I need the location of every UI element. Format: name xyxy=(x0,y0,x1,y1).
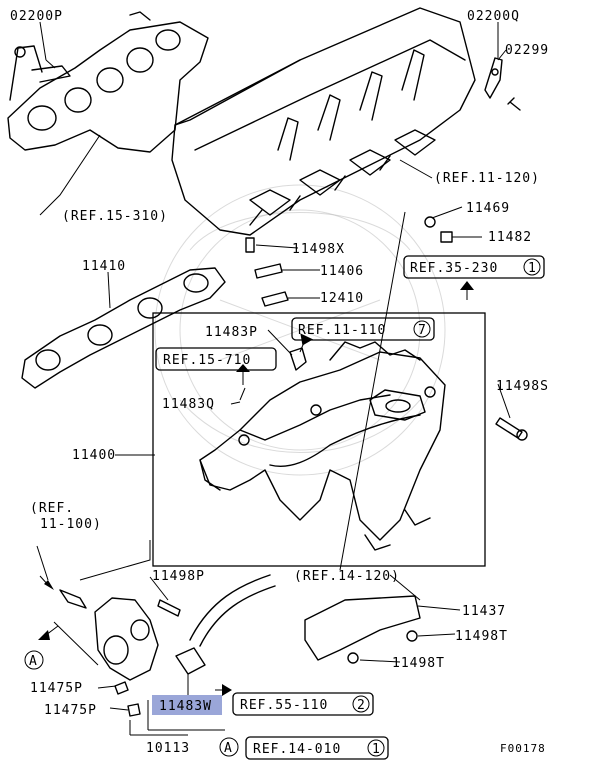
bracket-11437 xyxy=(304,595,421,664)
label-11410: 11410 xyxy=(82,259,126,274)
label-11406: 11406 xyxy=(320,264,364,279)
figure-code: F00178 xyxy=(500,742,546,755)
ref-11-110[interactable]: REF.11-110 xyxy=(298,323,386,338)
ref-11-100-line2: 11-100) xyxy=(40,517,102,532)
ref-35-230-number: 1 xyxy=(528,261,537,276)
label-02200p: 02200P xyxy=(10,9,63,24)
label-11498t-upper: 11498T xyxy=(455,629,508,644)
ref-14-010[interactable]: REF.14-010 xyxy=(253,742,341,757)
ref-15-310: (REF.15-310) xyxy=(62,209,168,224)
label-11483q: 11483Q xyxy=(162,397,215,412)
label-11400: 11400 xyxy=(72,448,116,463)
marker-a-bottom: A xyxy=(224,741,233,756)
label-11469: 11469 xyxy=(466,201,510,216)
intake-manifold-box xyxy=(152,312,486,567)
ref-55-110[interactable]: REF.55-110 xyxy=(240,698,328,713)
label-11437: 11437 xyxy=(462,604,506,619)
arrow-icons xyxy=(38,281,474,696)
ref-11-120: (REF.11-120) xyxy=(434,171,540,186)
label-11475p-upper: 11475P xyxy=(30,681,83,696)
label-02299: 02299 xyxy=(505,43,549,58)
label-11482: 11482 xyxy=(488,230,532,245)
ref-35-230-box[interactable] xyxy=(403,255,545,279)
leader-lines xyxy=(36,21,511,711)
ref-14-120: (REF.14-120) xyxy=(294,569,400,584)
gasket-02200q xyxy=(484,57,521,111)
label-11498p: 11498P xyxy=(152,569,205,584)
ref-35-230[interactable]: REF.35-230 xyxy=(410,261,498,276)
bolt-11498s xyxy=(495,417,528,441)
label-11498s: 11498S xyxy=(496,379,549,394)
cylinder-head xyxy=(171,7,476,236)
label-11483p: 11483P xyxy=(205,325,258,340)
ref-55-110-box[interactable] xyxy=(232,692,374,716)
thermostat-housing xyxy=(59,589,181,717)
label-11475p-lower: 11475P xyxy=(44,703,97,718)
hose-11483w xyxy=(147,647,225,731)
intake-manifold xyxy=(199,341,446,551)
exhaust-manifold xyxy=(7,11,209,153)
ref-14-010-box[interactable] xyxy=(245,736,389,760)
watermark-emblem xyxy=(154,184,446,476)
highlight-11483w xyxy=(152,695,222,715)
label-02200q: 02200Q xyxy=(467,9,520,24)
ref-55-110-number: 2 xyxy=(357,698,366,713)
ref-15-710-box[interactable] xyxy=(155,347,277,371)
ref-14-010-number: 1 xyxy=(372,742,381,757)
ref-11-100-line1: (REF. xyxy=(30,501,74,516)
gasket-11410 xyxy=(21,267,226,389)
ref-15-710[interactable]: REF.15-710 xyxy=(163,353,251,368)
label-10113: 10113 xyxy=(146,741,190,756)
label-12410: 12410 xyxy=(320,291,364,306)
label-11498t-lower: 11498T xyxy=(392,656,445,671)
ref-11-110-number: 7 xyxy=(418,323,427,338)
hose-14-120 xyxy=(189,574,276,647)
marker-a-left: A xyxy=(29,654,38,669)
label-11483w: 11483W xyxy=(159,699,212,714)
ref-11-110-box[interactable] xyxy=(291,317,435,341)
small-parts-cluster xyxy=(245,216,453,307)
label-11498x: 11498X xyxy=(292,242,345,257)
